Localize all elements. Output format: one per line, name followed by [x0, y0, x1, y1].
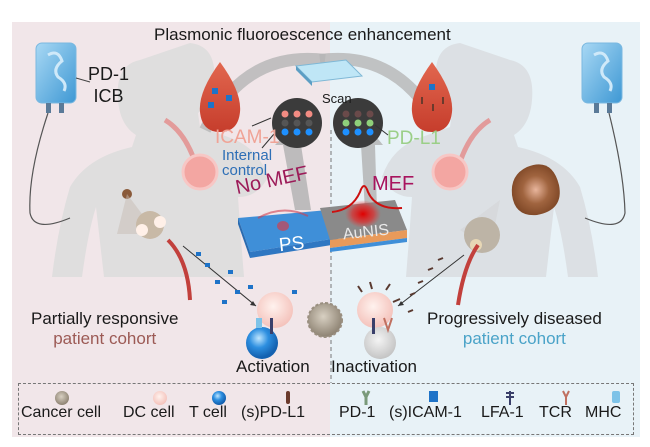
right-cohort-label: Progressively diseased patient cohort	[427, 309, 602, 349]
left-tumor-icon	[117, 189, 192, 301]
pdl1-marker-label: PD-L1	[387, 128, 441, 149]
microplate-icon	[294, 59, 364, 86]
legend-item-t-cell: T cell	[189, 404, 227, 421]
legend-item-pd1: PD-1	[339, 404, 376, 421]
pd1-icon	[361, 390, 371, 405]
cancer-cell-icon	[55, 391, 69, 405]
up-arrow-left	[275, 127, 311, 210]
left-blood-drop-icon	[199, 62, 241, 132]
aunis-substrate-icon	[320, 185, 407, 252]
control-line1: Internal	[222, 147, 273, 164]
dc-cell-icon	[153, 391, 167, 405]
right-tumor-icon	[456, 164, 560, 306]
legend-box: Cancer cell DC cell T cell (s)PD-L1 PD-1…	[18, 383, 634, 435]
figure-title: Plasmonic fluoroescence enhancement	[154, 25, 451, 44]
mef-label: MEF	[372, 173, 415, 195]
inactivation-label: Inactivation	[331, 357, 417, 376]
pdl1-icon	[286, 391, 290, 404]
right-vessel-bulb	[431, 153, 469, 191]
treatment-label: PD-1 ICB	[88, 63, 129, 107]
right-blood-drop-icon	[411, 62, 453, 132]
legend-item-lfa1: LFA-1	[481, 404, 524, 421]
left-human-silhouette	[52, 43, 268, 277]
right-human-silhouette	[382, 43, 598, 277]
left-cohort-label: Partially responsive patient cohort	[31, 309, 178, 349]
left-vessel-bulb	[181, 153, 219, 191]
t-cell-icon	[212, 391, 226, 405]
legend-item-pdl1: (s)PD-L1	[241, 404, 306, 421]
scan-label: Scan	[322, 91, 352, 106]
legend-item-icam1: (s)ICAM-1	[389, 404, 462, 421]
up-arrow-right	[353, 127, 383, 210]
left-readout-circle	[251, 98, 322, 149]
treatment-line1: PD-1	[88, 64, 130, 84]
left-immune-synapse	[246, 292, 293, 359]
central-cancer-cell	[307, 302, 343, 338]
left-cohort-line1: Partially responsive	[31, 309, 179, 328]
control-line2: control	[222, 162, 268, 179]
legend-item-dc-cell: DC cell	[123, 404, 175, 421]
legend-item-cancer-cell: Cancer cell	[21, 404, 102, 421]
ps-substrate-icon	[238, 209, 338, 258]
icam1-marker-label: ICAM-1	[215, 127, 280, 148]
right-cohort-line2: patient cohort	[462, 329, 566, 348]
left-cohort-line2: patient cohort	[53, 329, 157, 348]
right-immune-synapse	[357, 281, 401, 359]
legend-icons	[55, 390, 620, 405]
treatment-line2: ICB	[93, 86, 124, 106]
ps-label: PS	[277, 232, 306, 257]
right-flow-arrow	[397, 254, 465, 307]
left-flow-arrow	[182, 245, 257, 307]
soluble-pdl1-markers	[407, 257, 444, 313]
right-iv-bag-icon	[581, 42, 626, 225]
icam1-icon	[429, 391, 438, 402]
right-readout-circle	[333, 98, 389, 148]
lfa1-icon	[506, 391, 514, 405]
internal-control-label: Internal control	[222, 148, 272, 178]
legend-item-tcr: TCR	[539, 404, 572, 421]
legend-item-mhc: MHC	[585, 404, 622, 421]
left-iv-bag-icon	[29, 42, 91, 225]
mhc-icon	[612, 391, 620, 403]
tcr-icon	[562, 390, 570, 405]
activation-label: Activation	[236, 357, 310, 376]
right-cohort-line1: Progressively diseased	[427, 309, 602, 328]
